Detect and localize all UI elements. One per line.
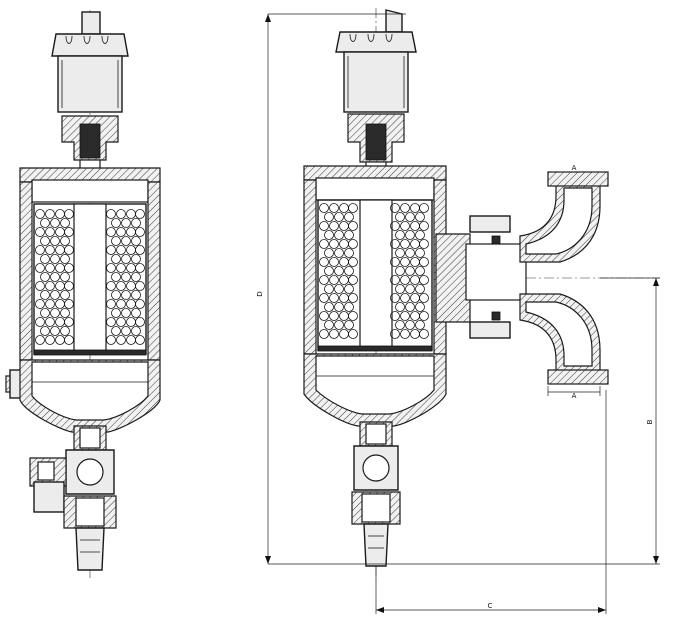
right-union-nut-top (469, 215, 511, 233)
right-elbow-upper-thread (547, 171, 609, 187)
right-union-nut-bottom (469, 321, 511, 339)
left-vessel-wall-right (147, 181, 161, 361)
left-sectional-view (5, 10, 161, 580)
right-side-boss (435, 233, 471, 323)
right-center-tube (359, 199, 393, 351)
dimensions: D B C A A (256, 13, 660, 614)
left-vent-spring (79, 123, 101, 159)
dimension-label-a-top: A (572, 164, 577, 172)
left-vessel-wall-left (19, 181, 33, 361)
right-hose-barb (363, 523, 389, 567)
right-elbow-lower-thread (547, 369, 609, 385)
dimension-label-d: D (256, 291, 264, 296)
left-center-tube (73, 203, 107, 355)
left-knurled-cap (51, 33, 129, 57)
right-side-port (465, 243, 527, 301)
left-coalescing-media (35, 209, 145, 345)
left-hose-barb (75, 527, 105, 571)
right-vent-body (343, 51, 409, 113)
dimension-label-a-bottom: A (572, 392, 577, 400)
dimension-label-b: B (646, 419, 654, 424)
left-vent-stem (81, 11, 101, 35)
right-knurled-cap (335, 31, 417, 53)
right-vent-spring (365, 123, 387, 161)
dimension-label-c: C (488, 602, 493, 610)
right-vent-stem (385, 9, 403, 33)
left-vent-body (57, 55, 123, 113)
right-sectional-view (303, 8, 660, 580)
